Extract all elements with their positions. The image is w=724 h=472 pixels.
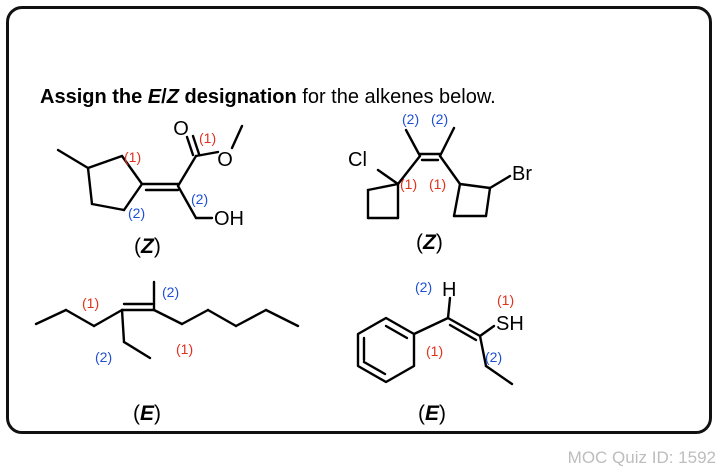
molecule-4-priority-thiol: (1) — [497, 292, 514, 308]
question-part3: for the alkenes below. — [296, 86, 496, 108]
molecule-4-priority-hydrogen: (2) — [415, 279, 432, 295]
molecule-3-answer: (E) — [133, 402, 161, 425]
molecule-2-atom-bromine: Br — [512, 163, 532, 185]
molecule-4-answer-letter: E — [425, 402, 440, 425]
molecule-2-priority-right-methyl: (2) — [431, 111, 448, 127]
molecule-3-priority-pentyl: (1) — [176, 341, 193, 357]
question-e: E — [147, 86, 162, 108]
molecule-3-priority-propyl: (1) — [82, 295, 99, 311]
molecule-1: O O OH (1) (2) (1) (2) (Z) — [56, 118, 244, 258]
question-part2: designation — [178, 86, 297, 108]
quiz-id-footer: MOC Quiz ID: 1592 — [567, 448, 716, 467]
question-z: Z — [166, 86, 179, 108]
question-bold: Assign the E/Z designation — [40, 86, 297, 108]
molecule-4-atom-hydrogen: H — [442, 279, 456, 301]
molecule-2-priority-right-ring: (1) — [429, 176, 446, 192]
molecule-1-answer-letter: Z — [140, 235, 155, 258]
molecule-2-answer: (Z) — [416, 231, 443, 254]
question-slash: / — [161, 86, 167, 108]
molecule-1-answer: (Z) — [134, 235, 161, 258]
molecule-2-priority-left-methyl: (2) — [402, 111, 419, 127]
molecule-3-priority-methyl: (2) — [162, 284, 179, 300]
molecule-4-bonds — [356, 296, 514, 386]
molecule-1-atom-carbonyl-o: O — [173, 118, 189, 140]
molecule-4-answer: (E) — [418, 402, 446, 425]
molecule-3-priority-ethyl: (2) — [95, 349, 112, 365]
question-text: Assign the E/Z designation for the alken… — [40, 86, 496, 109]
molecule-2-atom-chlorine: Cl — [348, 149, 367, 171]
question-part1: Assign the — [40, 86, 148, 108]
molecule-2: Cl Br (2) (2) (1) (1) (Z) — [348, 111, 532, 254]
molecule-1-atom-ester-o: O — [217, 149, 233, 171]
molecule-3: (1) (2) (2) (1) (E) — [34, 280, 300, 425]
molecule-2-bonds — [366, 126, 512, 220]
molecule-1-priority-ester: (1) — [199, 130, 216, 146]
quiz-card — [6, 6, 712, 434]
molecule-4-priority-ethyl: (2) — [485, 349, 502, 365]
molecule-1-atom-hydroxyl: OH — [214, 208, 244, 230]
molecule-1-bonds — [56, 124, 244, 220]
molecule-3-answer-letter: E — [140, 402, 155, 425]
molecule-4-atom-thiol: SH — [496, 313, 524, 335]
molecule-4: H SH (2) (1) (1) (2) (E) — [356, 279, 524, 425]
molecule-1-priority-ch2oh: (2) — [191, 191, 208, 207]
molecule-1-priority-ring-upper: (1) — [124, 149, 141, 165]
molecule-3-bonds — [34, 280, 300, 360]
molecule-2-priority-left-ring: (1) — [400, 176, 417, 192]
molecule-2-answer-letter: Z — [422, 231, 437, 254]
molecule-1-priority-ring-lower: (2) — [128, 205, 145, 221]
molecule-4-priority-phenyl: (1) — [426, 343, 443, 359]
